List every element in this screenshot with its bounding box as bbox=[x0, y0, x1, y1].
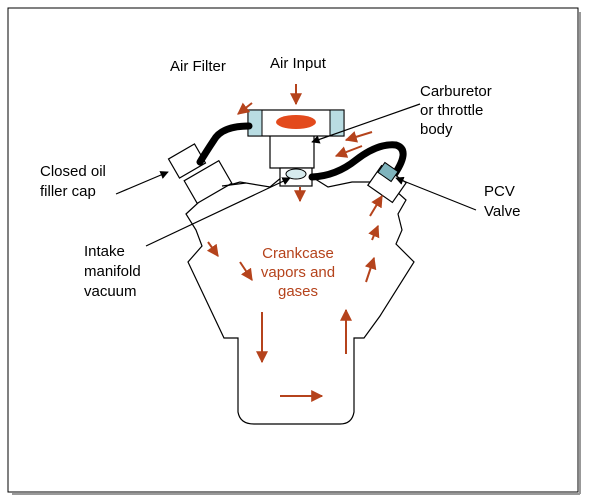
pcv-hose bbox=[308, 141, 407, 182]
label-carburetor-2: or throttle bbox=[420, 102, 483, 119]
flow-arrow-left-1 bbox=[206, 241, 219, 257]
flow-arrow-left-2 bbox=[239, 261, 253, 281]
air-filter-right-end bbox=[329, 109, 345, 137]
leader-carburetor bbox=[311, 103, 421, 144]
label-carburetor-3: body bbox=[420, 121, 453, 138]
flow-arrow-right-1 bbox=[364, 256, 377, 283]
air-input-ellipse bbox=[276, 115, 316, 129]
oil-filler-cap bbox=[167, 143, 247, 205]
label-intake-3: vacuum bbox=[84, 283, 137, 300]
label-closed-oil-2: filler cap bbox=[40, 183, 96, 200]
leader-pcv bbox=[395, 176, 477, 211]
label-crankcase-2: vapors and bbox=[261, 264, 335, 281]
label-intake-2: manifold bbox=[84, 263, 141, 280]
label-pcv-1: PCV bbox=[484, 183, 515, 200]
label-crankcase-3: gases bbox=[278, 283, 318, 300]
throttle-plate bbox=[285, 168, 307, 180]
engine-block-outline bbox=[185, 176, 415, 425]
leader-oil-cap bbox=[115, 171, 169, 195]
leader-intake bbox=[145, 177, 291, 247]
flow-arrows bbox=[206, 84, 383, 402]
breather-hose bbox=[196, 122, 253, 166]
label-carburetor-1: Carburetor bbox=[420, 83, 492, 100]
label-air-input: Air Input bbox=[270, 55, 327, 72]
flow-arrow-hose-mid bbox=[334, 145, 363, 158]
pcv-valve bbox=[366, 161, 408, 204]
label-crankcase-1: Crankcase bbox=[262, 245, 334, 262]
label-pcv-2: Valve bbox=[484, 203, 520, 220]
flow-arrow-hose-top bbox=[344, 131, 373, 143]
label-air-filter: Air Filter bbox=[170, 58, 226, 75]
flow-arrow-pcv-up bbox=[369, 194, 383, 217]
label-closed-oil-1: Closed oil bbox=[40, 163, 106, 180]
carburetor-body bbox=[269, 133, 315, 187]
air-filter-housing bbox=[247, 109, 345, 137]
flow-arrow-right-2 bbox=[368, 224, 380, 241]
flow-arrow-filter bbox=[237, 102, 253, 115]
leader-lines bbox=[115, 103, 477, 247]
label-intake-1: Intake bbox=[84, 243, 125, 260]
